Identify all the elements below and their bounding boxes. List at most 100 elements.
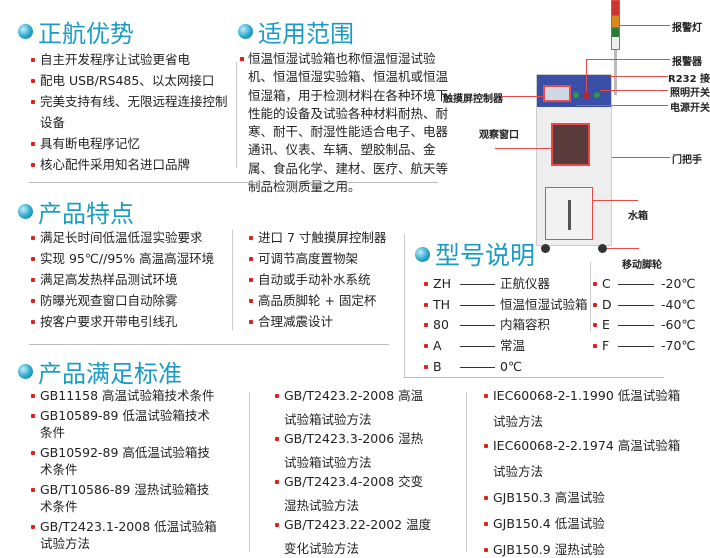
- standard-item: GB/T2423.3-2006 湿热: [274, 431, 424, 446]
- standard-item: GB10592-89 高低温试验箱技: [31, 445, 210, 460]
- bullet-ball-icon: [238, 24, 253, 39]
- list-item: 配电 USB/RS485、以太网接口: [30, 73, 215, 88]
- standard-item: GJB150.3 高温试验: [484, 490, 605, 505]
- list-item: 高品质脚轮 + 固定杯: [248, 293, 377, 308]
- standards-heading: 产品满足标准: [18, 354, 182, 389]
- model-code: D: [593, 297, 612, 312]
- list-item: 具有断电程序记忆: [30, 136, 141, 151]
- label-window: 观察窗口: [479, 130, 519, 141]
- standard-item: GB/T10586-89 湿热试验箱技: [30, 482, 210, 497]
- standard-item: GJB150.9 湿热试验: [484, 542, 605, 557]
- model-desc: -60℃: [661, 317, 696, 332]
- label-r232: R232 接口: [668, 74, 710, 85]
- model-desc: 0℃: [500, 359, 522, 374]
- standard-item: GB/T2423.22-2002 温度: [274, 517, 432, 532]
- divider: [466, 392, 467, 552]
- standard-item-continuation: 试验方法: [493, 464, 544, 479]
- model-heading: 型号说明: [415, 236, 535, 272]
- standard-item-continuation: 术条件: [40, 462, 78, 477]
- standard-item-continuation: 试验箱试验方法: [284, 412, 372, 427]
- list-item: 合理减震设计: [248, 314, 334, 329]
- features-title: 产品特点: [38, 200, 134, 228]
- divider: [236, 62, 237, 168]
- model-desc: -20℃: [661, 276, 696, 291]
- list-item: 自动或手动补水系统: [249, 272, 371, 287]
- dash-line: [460, 346, 495, 347]
- dash-line: [618, 346, 654, 347]
- list-item-continuation: 设备: [40, 115, 66, 130]
- dash-line: [618, 325, 654, 326]
- label-casters: 移动脚轮: [622, 260, 662, 271]
- scope-text: 恒温恒湿试验箱也称恒温恒湿试验机、恒温恒湿实验箱、恒温机或恒温恒湿箱，用于检测材…: [240, 50, 448, 196]
- touch-screen: [543, 85, 571, 102]
- divider: [232, 230, 233, 330]
- standard-item: GB/T2423.4-2008 交变: [274, 474, 424, 489]
- bullet-ball-icon: [18, 24, 33, 39]
- standard-item-continuation: 术条件: [40, 499, 78, 514]
- model-desc: 内箱容积: [500, 317, 551, 332]
- model-title: 型号说明: [435, 241, 536, 270]
- dash-line: [460, 305, 495, 306]
- model-desc: 常温: [500, 338, 526, 353]
- list-item: 按客户要求开带电引线孔: [31, 314, 178, 329]
- model-code: TH: [423, 297, 451, 312]
- observation-window: [551, 123, 590, 166]
- standard-item-continuation: 试验方法: [493, 414, 544, 429]
- divider: [29, 182, 438, 183]
- dash-line: [460, 284, 495, 285]
- list-item: 防曝光观查窗口自动除雾: [31, 293, 178, 308]
- model-code: F: [592, 338, 610, 353]
- standard-item: GB11158 高温试验箱技术条件: [31, 388, 215, 403]
- model-box-border: [404, 234, 405, 378]
- advantages-heading: 正航优势: [18, 14, 134, 49]
- water-tank: [545, 187, 593, 240]
- label-power-switch: 电源开关: [670, 103, 710, 114]
- model-code: B: [424, 359, 442, 374]
- features-heading: 产品特点: [18, 194, 134, 229]
- model-code: A: [424, 338, 442, 353]
- model-code: C: [593, 276, 611, 291]
- label-touch-screen: 触摸屏控制器: [443, 94, 503, 105]
- list-item: 完美支持有线、无限远程连接控制: [31, 94, 228, 109]
- standard-item: IEC60068-2-1.1990 低温试验箱: [483, 388, 681, 403]
- standard-item: GB10589-89 低温试验箱技术: [31, 408, 210, 423]
- list-item: 可调节高度置物架: [248, 251, 359, 266]
- standard-item: IEC60068-2-2.1974 高温试验箱: [483, 438, 681, 453]
- list-item: 实现 95℃//95% 高温高湿环境: [30, 251, 215, 266]
- dash-line: [618, 284, 654, 285]
- model-desc: -70℃: [661, 338, 696, 353]
- label-alarm: 报警器: [672, 57, 702, 68]
- alarm-light-icon: [611, 0, 620, 50]
- bullet-ball-icon: [415, 246, 430, 262]
- list-item: 满足长时间低温低湿实验要求: [31, 230, 203, 245]
- standards-title: 产品满足标准: [38, 360, 182, 388]
- standard-item-continuation: 试验方法: [40, 536, 91, 551]
- model-desc: 恒温恒湿试验箱: [500, 297, 588, 312]
- bullet-ball-icon: [18, 364, 33, 379]
- list-item: 进口 7 寸触摸屏控制器: [248, 230, 387, 245]
- divider: [590, 262, 591, 332]
- model-desc: -40℃: [661, 297, 696, 312]
- model-box-border: [404, 377, 664, 378]
- model-code: 80: [424, 317, 449, 332]
- label-light-switch: 照明开关: [670, 88, 710, 99]
- model-code: ZH: [424, 276, 451, 291]
- model-desc: 正航仪器: [500, 276, 551, 291]
- standard-item-continuation: 试验箱试验方法: [284, 455, 372, 470]
- model-code: E: [593, 317, 610, 332]
- scope-heading: 适用范围: [238, 14, 354, 49]
- advantages-title: 正航优势: [38, 20, 134, 48]
- list-item: 自主开发程序让试验更省电: [30, 52, 191, 67]
- label-water-tank: 水箱: [628, 211, 648, 222]
- dash-line: [460, 367, 495, 368]
- scope-title: 适用范围: [258, 20, 354, 48]
- label-alarm-light: 报警灯: [672, 23, 702, 34]
- standard-item-continuation: 条件: [40, 425, 66, 440]
- bullet-ball-icon: [18, 204, 33, 219]
- label-handle: 门把手: [672, 155, 702, 166]
- divider: [249, 392, 250, 552]
- list-item: 核心配件采用知名进口品牌: [30, 157, 191, 172]
- standard-item: GB/T2423.2-2008 高温: [274, 388, 424, 403]
- standard-item: GJB150.4 低温试验: [484, 516, 605, 531]
- standard-item-continuation: 变化试验方法: [284, 541, 360, 556]
